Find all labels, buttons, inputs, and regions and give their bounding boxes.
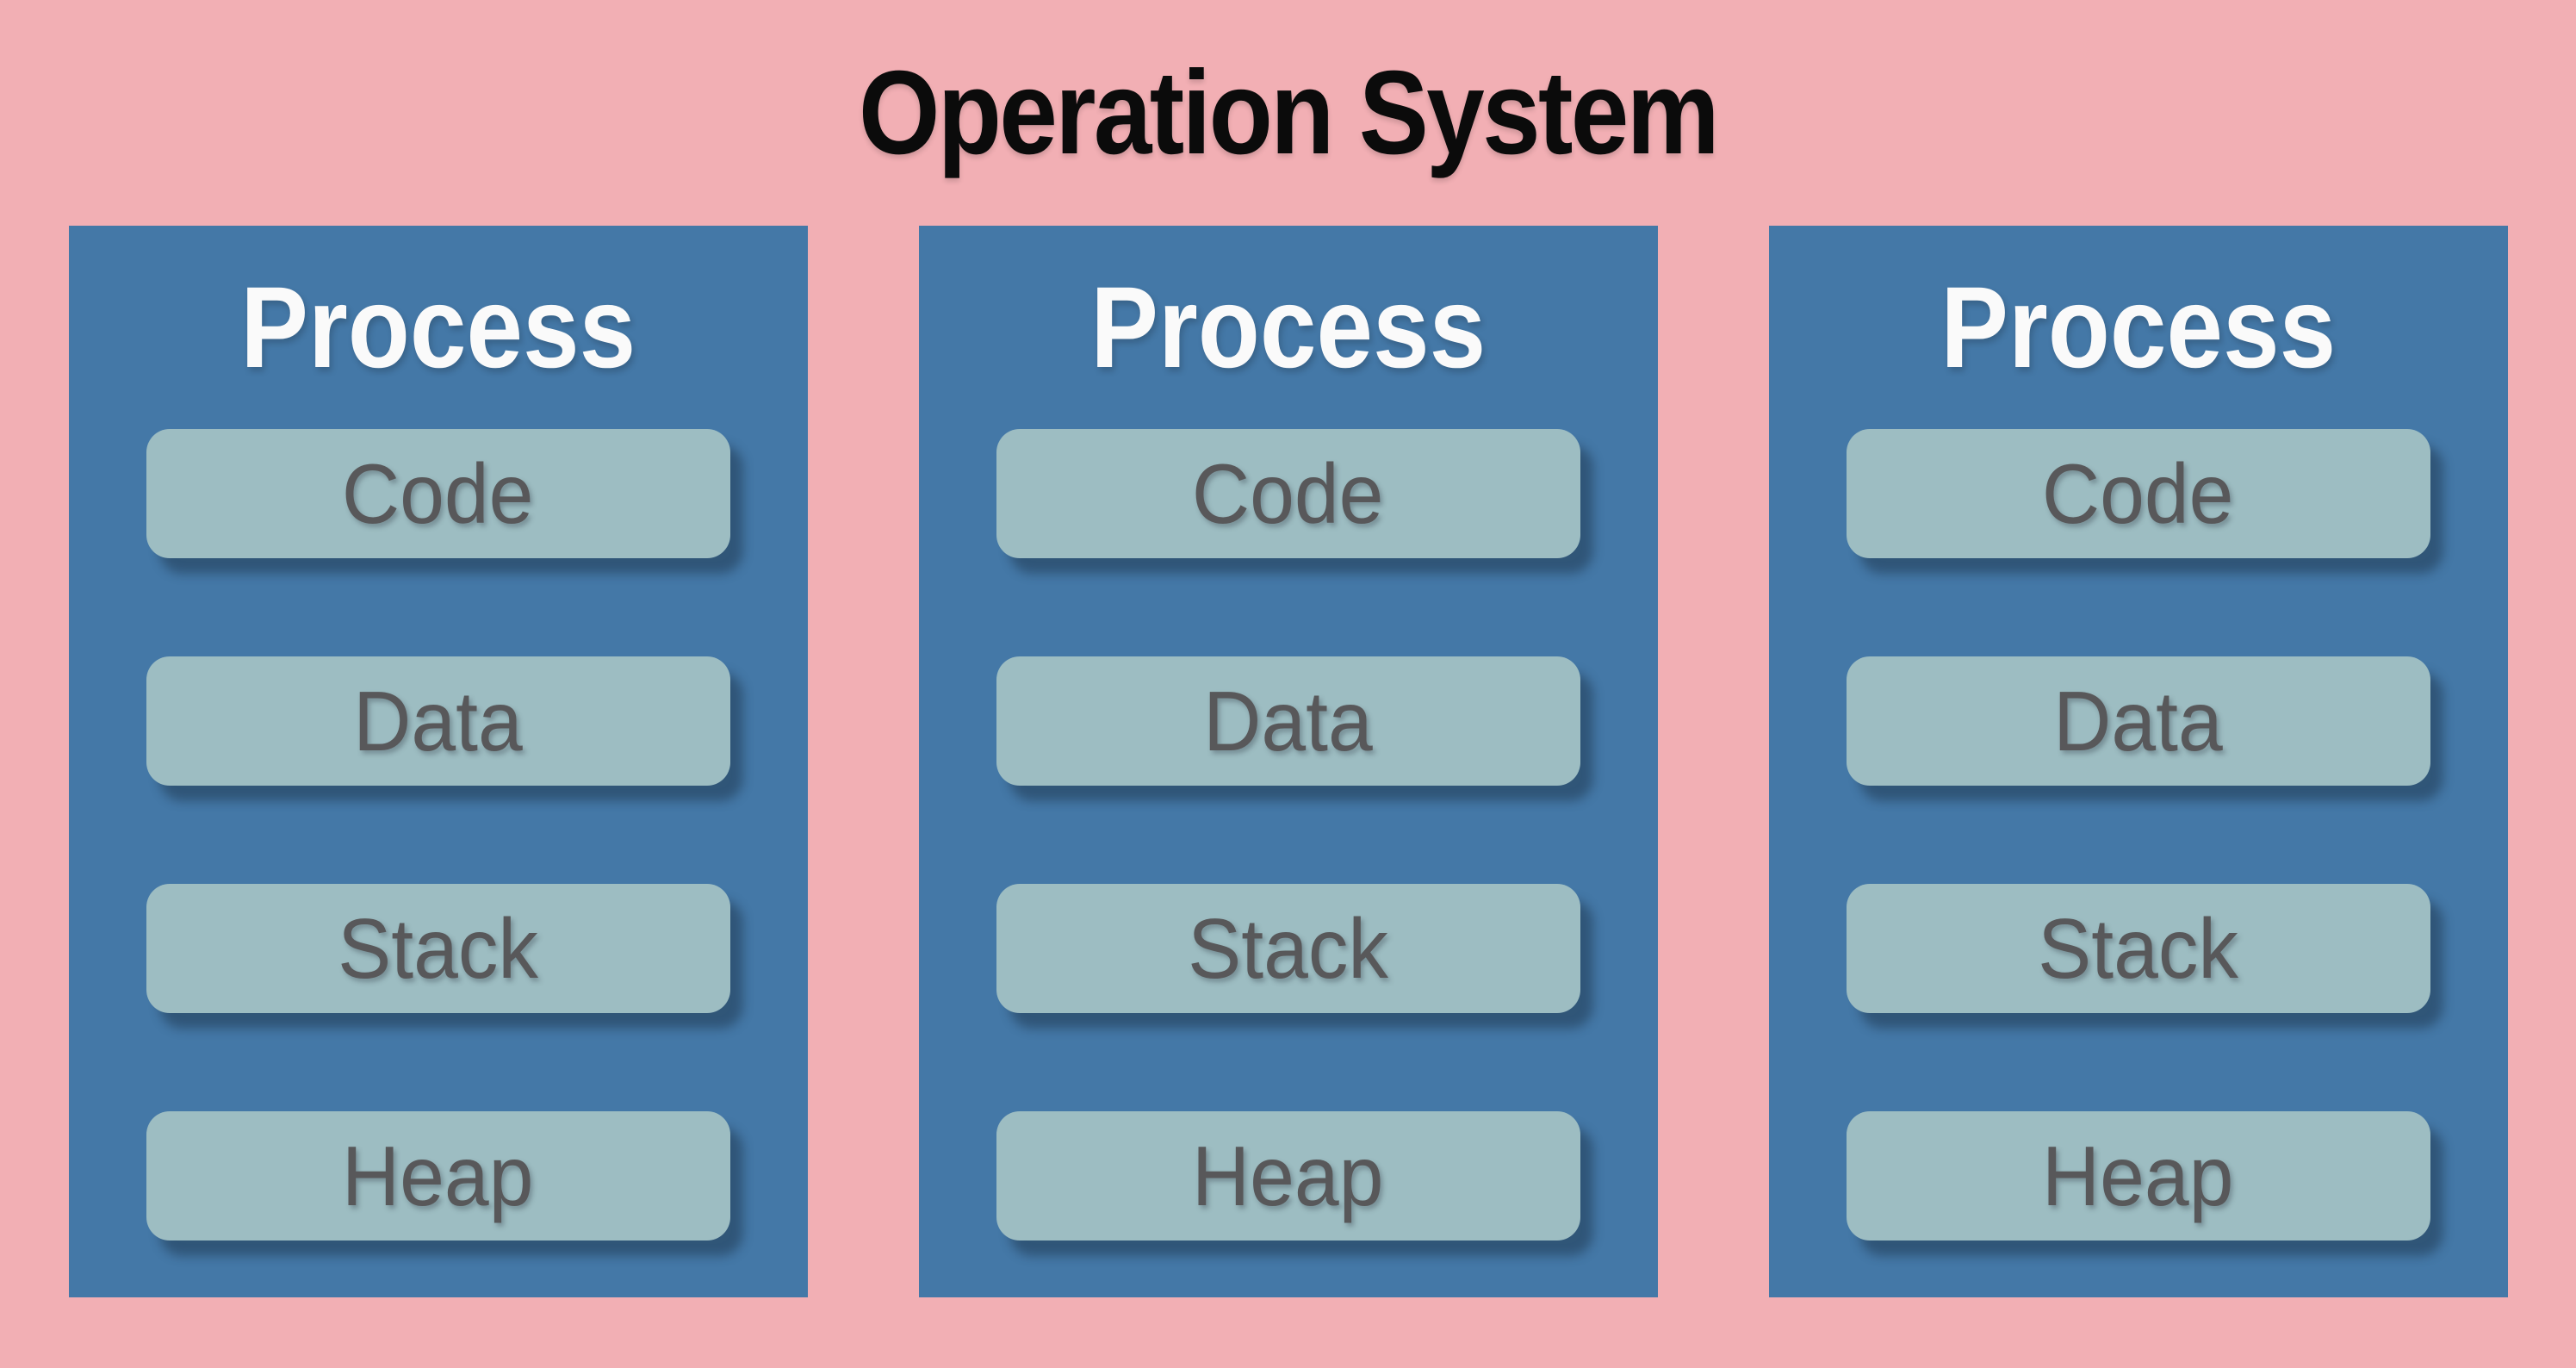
memory-segments: Code Data Stack Heap: [996, 429, 1580, 1241]
process-title: Process: [214, 226, 662, 429]
os-title-label: Operation System: [858, 46, 1720, 179]
os-title: Operation System: [0, 0, 2576, 226]
process-box-1: Process Code Data Stack Heap: [68, 226, 808, 1297]
memory-segment-stack: Stack: [996, 884, 1580, 1013]
memory-segment-data: Data: [1846, 656, 2430, 786]
segment-label: Code: [1192, 445, 1384, 541]
segment-label: Heap: [1192, 1128, 1384, 1223]
memory-segment-data: Data: [146, 656, 730, 786]
segment-label: Stack: [1188, 900, 1388, 996]
segment-label: Data: [2053, 673, 2223, 768]
segment-label: Code: [2042, 445, 2234, 541]
segment-label: Stack: [338, 900, 538, 996]
segment-label: Code: [342, 445, 534, 541]
memory-segment-heap: Heap: [1846, 1111, 2430, 1241]
memory-segment-stack: Stack: [1846, 884, 2430, 1013]
segment-label: Heap: [2042, 1128, 2234, 1223]
process-row: Process Code Data Stack Heap Process: [0, 226, 2576, 1297]
process-title-label: Process: [240, 263, 636, 392]
process-box-3: Process Code Data Stack Heap: [1768, 226, 2508, 1297]
memory-segment-heap: Heap: [146, 1111, 730, 1241]
process-title: Process: [1914, 226, 2362, 429]
memory-segment-code: Code: [1846, 429, 2430, 558]
memory-segment-heap: Heap: [996, 1111, 1580, 1241]
segment-label: Data: [1203, 673, 1373, 768]
memory-segment-data: Data: [996, 656, 1580, 786]
segment-label: Heap: [342, 1128, 534, 1223]
memory-segments: Code Data Stack Heap: [1846, 429, 2430, 1241]
process-box-2: Process Code Data Stack Heap: [918, 226, 1658, 1297]
process-title-label: Process: [1940, 263, 2336, 392]
memory-segments: Code Data Stack Heap: [146, 429, 730, 1241]
process-title: Process: [1064, 226, 1512, 429]
memory-segment-code: Code: [146, 429, 730, 558]
memory-segment-code: Code: [996, 429, 1580, 558]
process-title-label: Process: [1090, 263, 1486, 392]
memory-segment-stack: Stack: [146, 884, 730, 1013]
segment-label: Data: [353, 673, 523, 768]
segment-label: Stack: [2038, 900, 2238, 996]
